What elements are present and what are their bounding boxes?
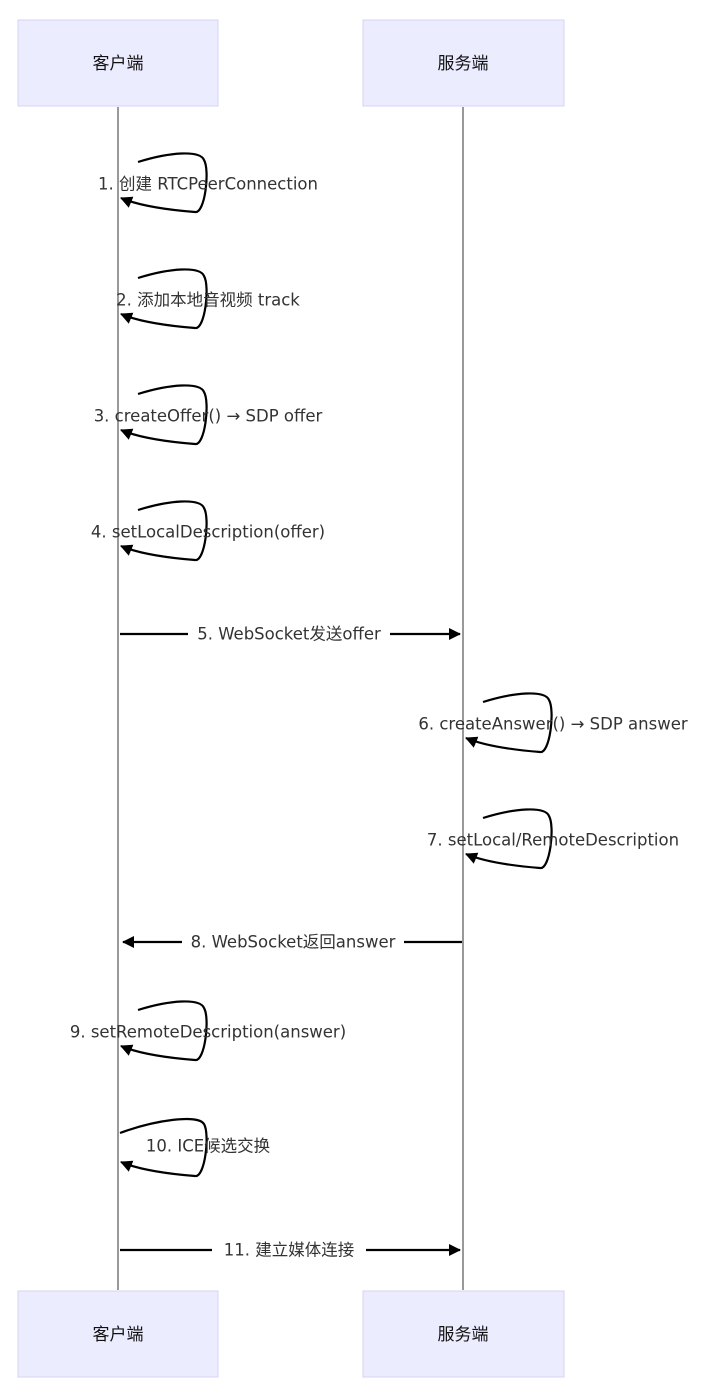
message-3: 3. createOffer() → SDP offer [94,384,323,446]
participant-server-label: 服务端 [438,1325,489,1345]
participant-client-top: 客户端 [17,19,219,107]
message-label: 3. createOffer() → SDP offer [94,407,323,426]
message-9: 9. setRemoteDescription(answer) [70,1000,346,1062]
message-label: 6. createAnswer() → SDP answer [418,715,688,734]
message-8: 8. WebSocket返回answer [122,930,462,954]
message-1: 1. 创建 RTCPeerConnection [98,152,318,214]
participant-client-bottom: 客户端 [17,1290,219,1378]
message-10: 10. ICE候选交换 [119,1117,270,1178]
message-label: 7. setLocal/RemoteDescription [427,831,679,850]
message-label: 1. 创建 RTCPeerConnection [98,175,318,194]
participant-server-top: 服务端 [362,19,565,107]
message-4: 4. setLocalDescription(offer) [91,500,325,562]
message-label: 2. 添加本地音视频 track [116,291,300,310]
message-7: 7. setLocal/RemoteDescription [427,808,679,870]
participant-server-bottom: 服务端 [362,1290,565,1378]
message-label: 5. WebSocket发送offer [197,625,381,644]
message-11: 11. 建立媒体连接 [120,1238,461,1262]
message-label: 10. ICE候选交换 [146,1137,270,1156]
message-6: 6. createAnswer() → SDP answer [418,692,688,754]
participant-server-label: 服务端 [438,54,489,74]
message-5: 5. WebSocket发送offer [120,622,461,646]
message-label: 11. 建立媒体连接 [224,1241,355,1260]
message-label: 4. setLocalDescription(offer) [91,523,325,542]
message-label: 8. WebSocket返回answer [191,933,396,952]
participant-client-label: 客户端 [93,1325,144,1345]
message-2: 2. 添加本地音视频 track [116,268,300,330]
message-label: 9. setRemoteDescription(answer) [70,1023,346,1042]
participant-client-label: 客户端 [93,54,144,74]
